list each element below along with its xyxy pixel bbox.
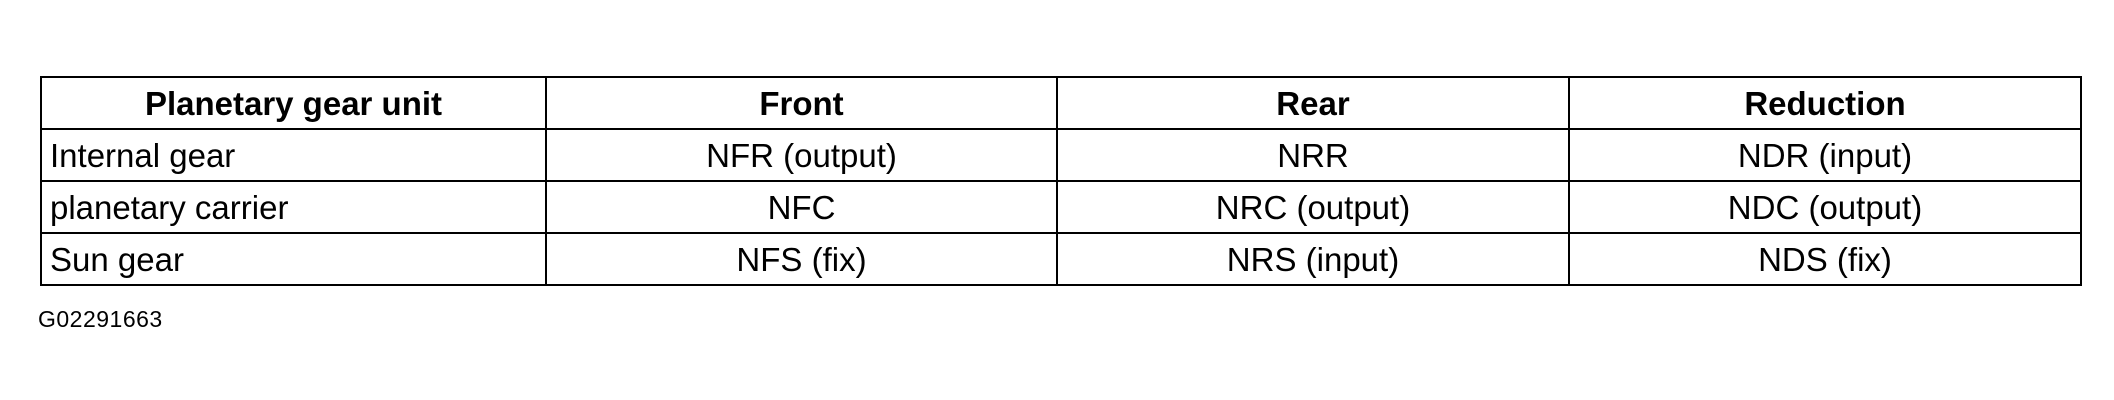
planetary-gear-table: Planetary gear unit Front Rear Reduction…	[40, 76, 2082, 286]
cell-reduction: NDR (input)	[1568, 128, 2082, 182]
row-label-internal-gear: Internal gear	[40, 128, 547, 182]
row-label-planetary-carrier: planetary carrier	[40, 180, 547, 234]
table-row: Sun gear NFS (fix) NRS (input) NDS (fix)	[40, 232, 2082, 286]
header-rear: Rear	[1056, 76, 1570, 130]
cell-reduction: NDS (fix)	[1568, 232, 2082, 286]
cell-reduction: NDC (output)	[1568, 180, 2082, 234]
table-row: planetary carrier NFC NRC (output) NDC (…	[40, 180, 2082, 234]
cell-front: NFC	[545, 180, 1058, 234]
cell-front: NFR (output)	[545, 128, 1058, 182]
cell-rear: NRR	[1056, 128, 1570, 182]
row-label-sun-gear: Sun gear	[40, 232, 547, 286]
cell-rear: NRC (output)	[1056, 180, 1570, 234]
header-planetary-gear-unit: Planetary gear unit	[40, 76, 547, 130]
table-row: Internal gear NFR (output) NRR NDR (inpu…	[40, 128, 2082, 182]
header-front: Front	[545, 76, 1058, 130]
table-header-row: Planetary gear unit Front Rear Reduction	[40, 76, 2082, 130]
figure-code: G02291663	[38, 306, 163, 332]
cell-rear: NRS (input)	[1056, 232, 1570, 286]
header-reduction: Reduction	[1568, 76, 2082, 130]
cell-front: NFS (fix)	[545, 232, 1058, 286]
